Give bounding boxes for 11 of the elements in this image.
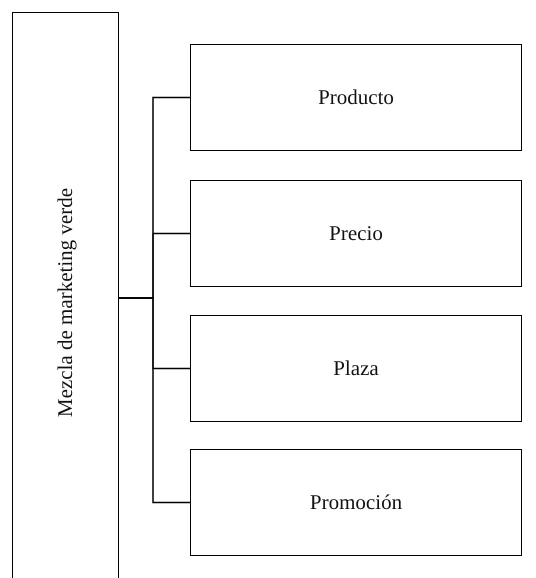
element-label: Precio <box>329 221 383 246</box>
element-box <box>190 449 522 556</box>
category-box <box>12 12 119 578</box>
element-box <box>190 44 522 151</box>
element-box <box>190 315 522 422</box>
element-label: Promoción <box>310 490 402 515</box>
category-label: Mezcla de marketing verde <box>53 187 78 417</box>
element-label: Plaza <box>333 356 379 381</box>
element-box <box>190 180 522 287</box>
element-label: Producto <box>318 85 394 110</box>
connector-line <box>119 297 190 504</box>
